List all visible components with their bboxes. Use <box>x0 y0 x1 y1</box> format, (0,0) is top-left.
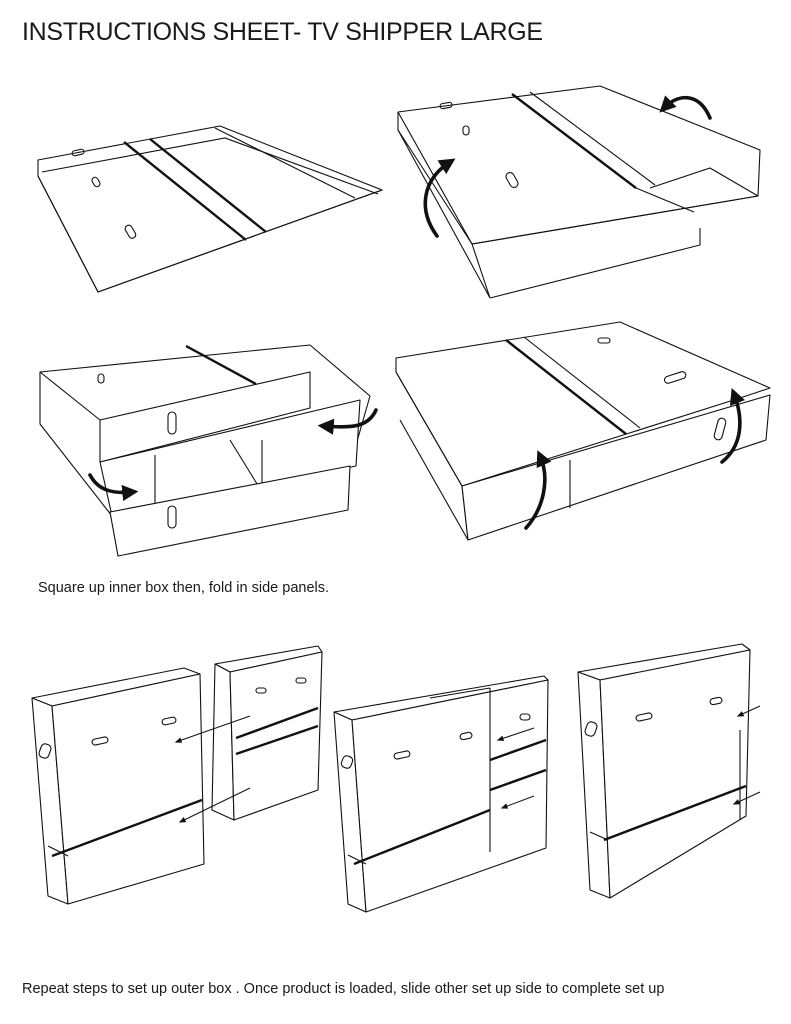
step-2-fold-up <box>397 85 761 299</box>
outer-box-halves <box>31 645 323 905</box>
step-1-caption: Square up inner box then, fold in side p… <box>38 580 330 596</box>
step-2-caption: Repeat steps to set up outer box . Once … <box>22 981 665 997</box>
step-3-fold-flaps <box>39 344 378 557</box>
step-4-close-panels <box>395 321 771 541</box>
step-1-flat-blank <box>37 125 383 293</box>
outer-box-complete <box>577 643 761 899</box>
outer-box-sliding <box>333 675 549 913</box>
page-title: INSTRUCTIONS SHEET- TV SHIPPER LARGE <box>22 18 543 46</box>
